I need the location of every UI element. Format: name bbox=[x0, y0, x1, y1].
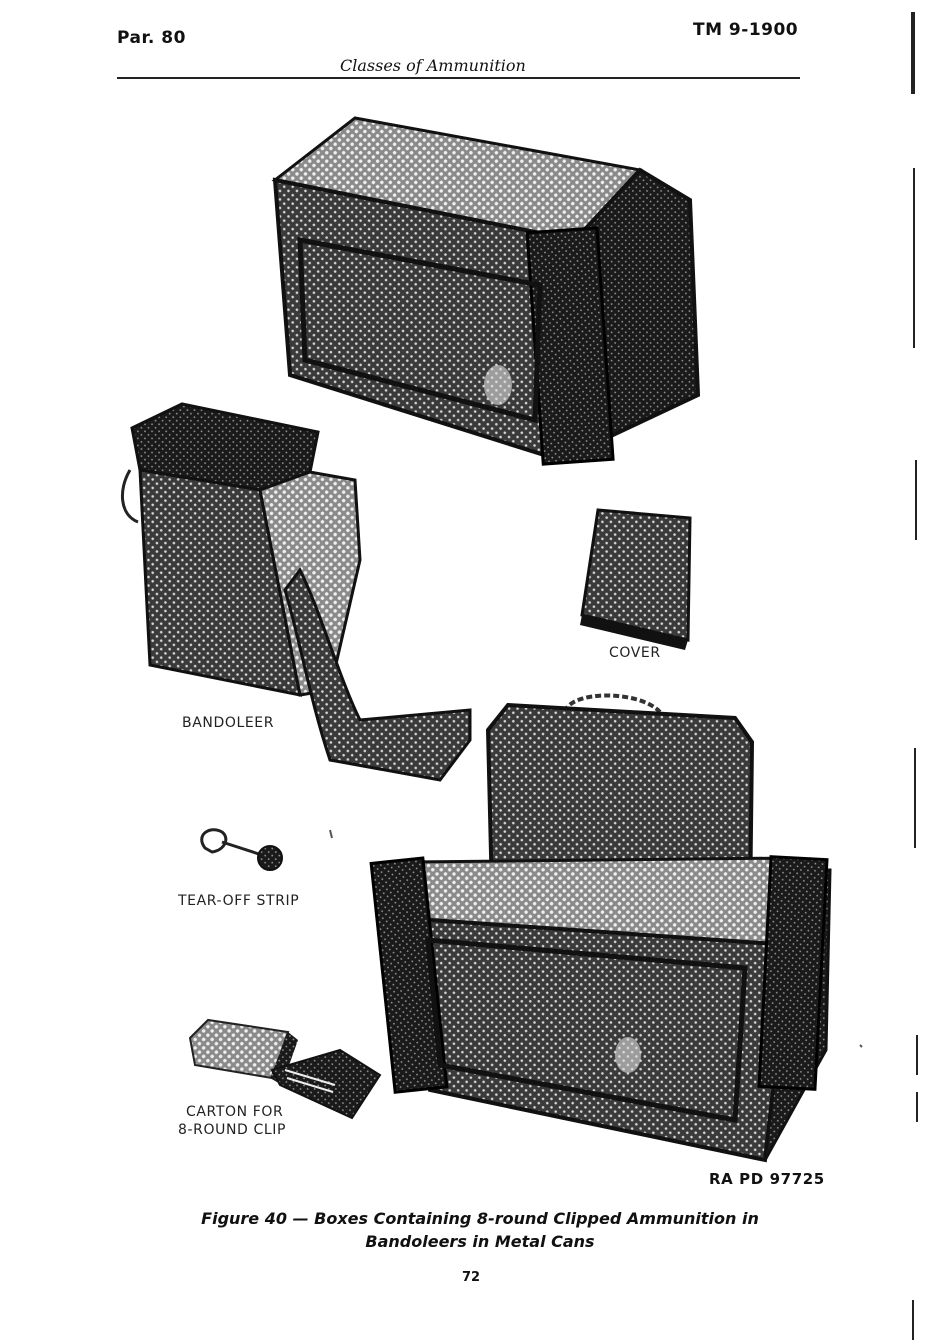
scan-speck bbox=[859, 1044, 863, 1048]
manual-number: TM 9-1900 bbox=[693, 20, 799, 40]
tear-off-strip bbox=[200, 828, 283, 871]
carton-for-clip bbox=[188, 1018, 382, 1120]
scan-edge-mark bbox=[915, 460, 917, 540]
figure-caption: Figure 40 — Boxes Containing 8-round Cli… bbox=[150, 1207, 810, 1253]
cover-label: COVER bbox=[609, 645, 661, 661]
carton-label-line1: CARTON FOR bbox=[186, 1104, 284, 1120]
scan-edge-mark bbox=[913, 168, 915, 348]
cover-part bbox=[580, 508, 692, 650]
header-rule bbox=[117, 77, 800, 79]
bandoleer-bag bbox=[120, 402, 472, 782]
carton-label-line2: 8-ROUND CLIP bbox=[178, 1122, 287, 1138]
figure-reference: RA PD 97725 bbox=[709, 1170, 825, 1188]
open-metal-can bbox=[369, 693, 832, 1163]
scan-edge-mark bbox=[914, 748, 916, 848]
paragraph-number: Par. 80 bbox=[117, 28, 186, 48]
scan-edge-mark bbox=[916, 1035, 918, 1075]
scan-speck bbox=[329, 829, 333, 839]
section-title: Classes of Ammunition bbox=[340, 56, 526, 75]
closed-metal-can bbox=[271, 116, 701, 466]
page-number: 72 bbox=[462, 1270, 481, 1285]
figure-caption-line2: Bandoleers in Metal Cans bbox=[365, 1232, 595, 1251]
scan-edge-mark bbox=[916, 1092, 918, 1122]
scan-edge-mark bbox=[912, 1300, 914, 1340]
tear-off-strip-label: TEAR-OFF STRIP bbox=[178, 893, 300, 909]
scan-edge-mark bbox=[911, 12, 915, 94]
figure-caption-line1: Figure 40 — Boxes Containing 8-round Cli… bbox=[201, 1209, 759, 1228]
bandoleer-label: BANDOLEER bbox=[182, 715, 275, 731]
